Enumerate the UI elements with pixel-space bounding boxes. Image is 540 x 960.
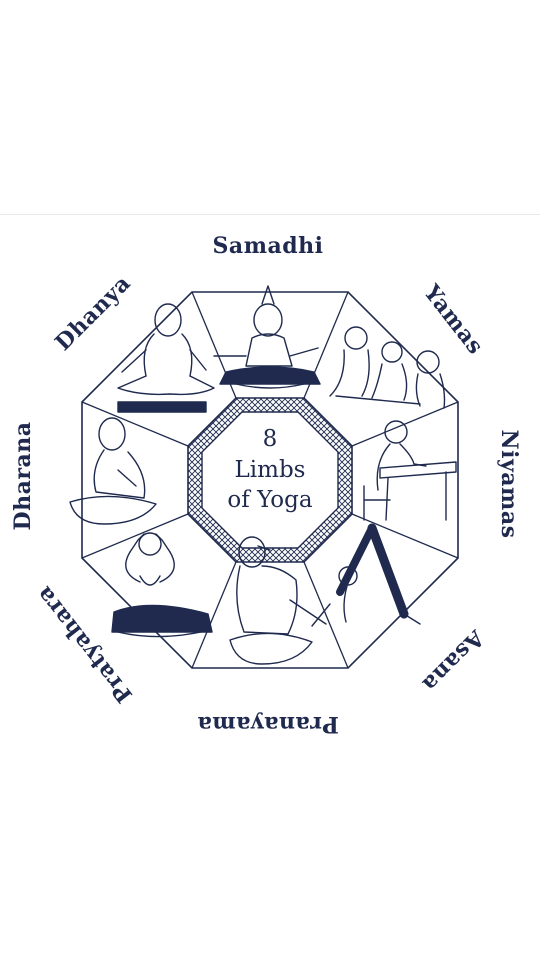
asana-figure <box>311 523 421 627</box>
center-title: Limbs <box>235 457 306 483</box>
inner-octagon-core <box>201 411 339 549</box>
center-number: 8 <box>263 426 278 452</box>
dharana-figure <box>69 417 157 525</box>
center-subtitle: of Yoga <box>227 487 312 513</box>
pratyahara-figure <box>111 532 213 638</box>
dhanya-figure <box>117 303 215 413</box>
top-divider <box>0 214 540 215</box>
limb-label-samadhi: Samadhi <box>213 233 324 259</box>
limb-label-asana: Asana <box>417 624 490 697</box>
limb-label-pranayama: Pranayama <box>197 711 339 737</box>
limb-label-pratyahara: Pratyahara <box>31 581 138 708</box>
limb-label-dharana: Dharana <box>10 422 36 531</box>
limb-label-niyamas: Niyamas <box>496 430 522 539</box>
limb-label-yamas: Yamas <box>418 279 489 359</box>
yamas-figure <box>329 326 446 409</box>
limb-label-dhanya: Dhanya <box>50 270 136 356</box>
pranayama-figure <box>229 536 327 665</box>
samadhi-figure <box>213 285 321 389</box>
niyamas-figure <box>363 420 457 521</box>
